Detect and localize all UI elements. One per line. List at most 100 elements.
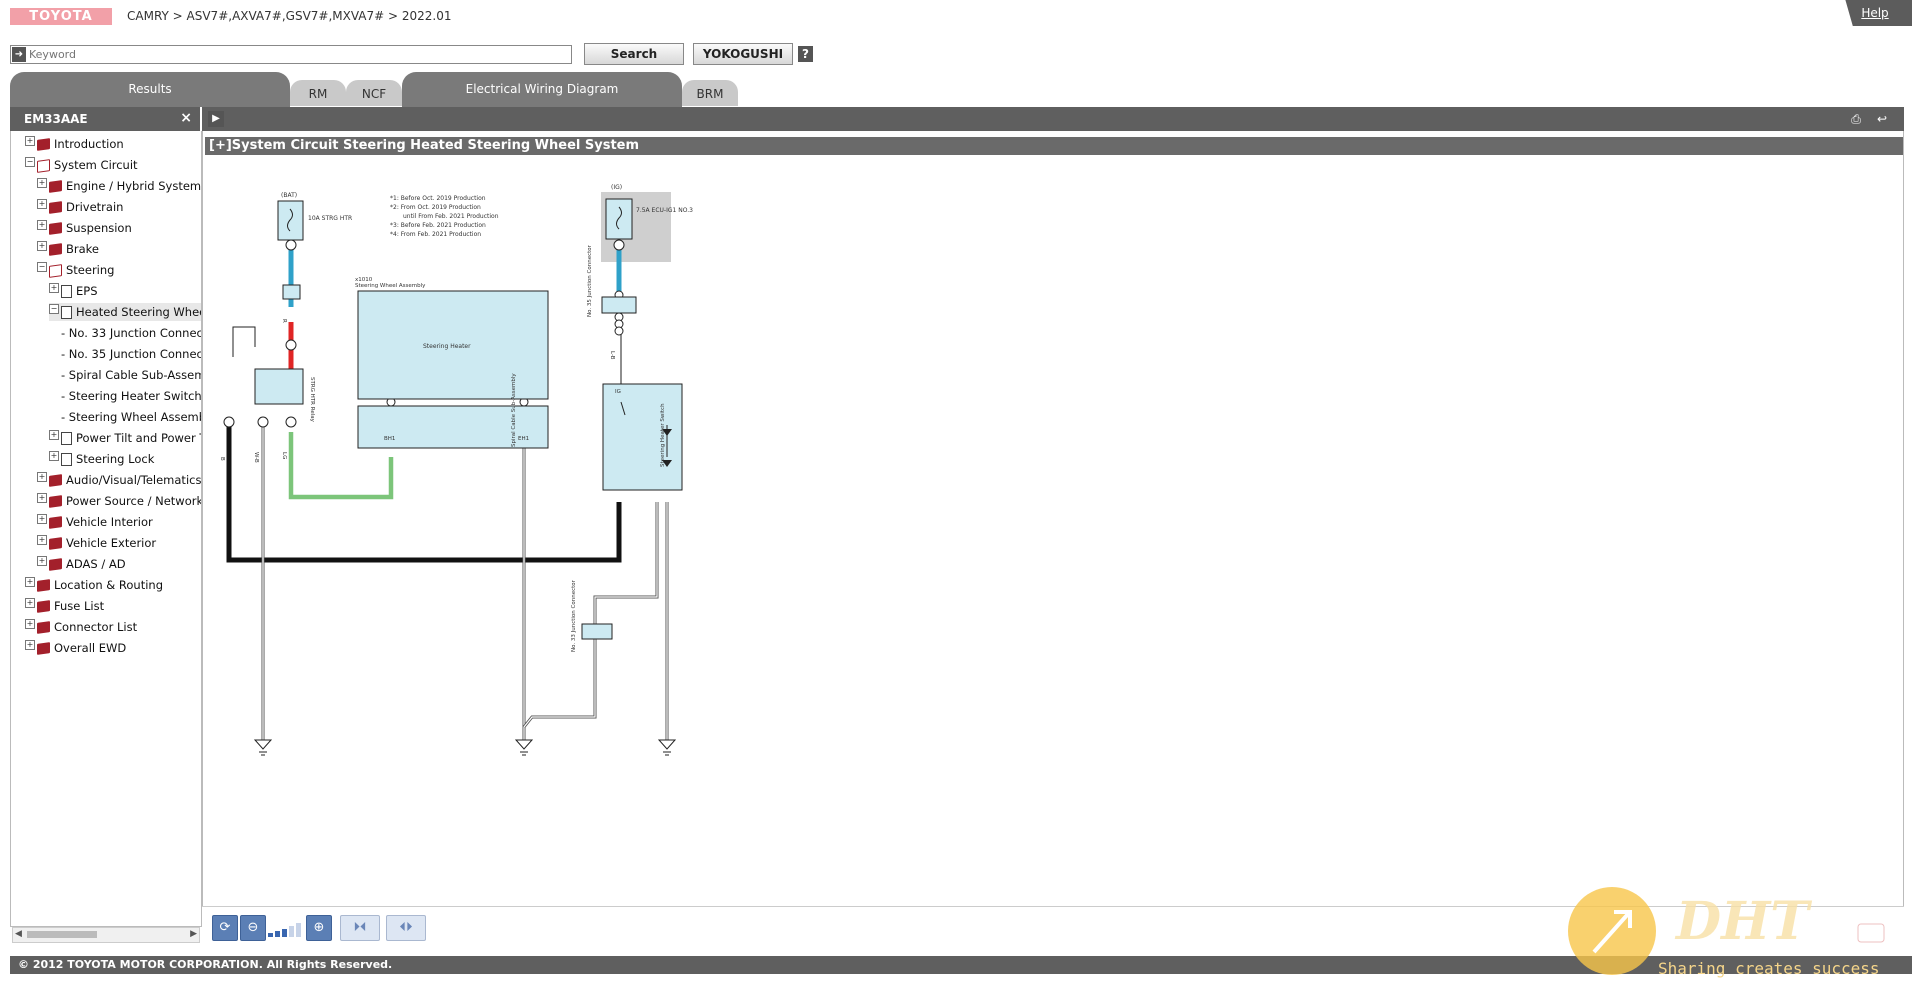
tree-item[interactable]: - Steering Heater Switch (61, 387, 201, 405)
tree-item[interactable]: −Steering (37, 261, 114, 279)
note-2: *2: From Oct. 2019 Production (390, 204, 481, 211)
tree-item[interactable]: +Overall EWD (25, 639, 126, 657)
expand-icon[interactable]: + (49, 283, 59, 293)
expand-icon[interactable]: + (25, 598, 35, 608)
zoom-level-5[interactable] (296, 923, 301, 937)
document-icon (61, 285, 72, 298)
zoom-level-4[interactable] (289, 926, 294, 937)
zoom-level-3[interactable] (282, 929, 287, 937)
tree-item[interactable]: + Power Source / Network (37, 492, 202, 510)
expand-icon[interactable]: + (25, 577, 35, 587)
watermark-tagline: Sharing creates success (1658, 959, 1880, 978)
scroll-thumb[interactable] (27, 931, 97, 938)
jc33-label: No. 33 Junction Connector (571, 579, 577, 652)
fuse1-label: 10A STRG HTR (308, 215, 352, 222)
refresh-icon[interactable]: ⟳ (212, 915, 238, 941)
expand-icon[interactable]: + (25, 136, 35, 146)
collapse-icon[interactable]: − (37, 262, 47, 272)
zoom-in-icon[interactable]: ⊕ (306, 915, 332, 941)
tree-item-label: Power Source / Network (66, 494, 202, 508)
arrow-right-icon: ➜ (12, 47, 26, 62)
tab-rm[interactable]: RM (290, 80, 346, 106)
tree-item[interactable]: +Suspension (37, 219, 132, 237)
tree-item[interactable]: + Introduction (25, 135, 124, 153)
note-5: *4: From Feb. 2021 Production (390, 231, 481, 238)
tab-ncf[interactable]: NCF (346, 80, 402, 106)
expand-icon[interactable]: + (37, 556, 47, 566)
expand-icon[interactable]: + (37, 241, 47, 251)
zoom-out-icon[interactable]: ⊖ (240, 915, 266, 941)
collapse-icon[interactable]: − (25, 157, 35, 167)
tree-item[interactable]: −Heated Steering Wheel System (49, 303, 201, 321)
tree-item[interactable]: +Audio/Visual/Telematics (37, 471, 201, 489)
document-icon (61, 453, 72, 466)
expand-icon[interactable]: + (37, 535, 47, 545)
tree-item-label: Introduction (54, 137, 124, 151)
tree-item[interactable]: - Spiral Cable Sub-Assembly (61, 366, 201, 384)
horizontal-scrollbar[interactable]: ◀ ▶ (12, 927, 200, 943)
wire-label-wb: W-B (253, 452, 259, 463)
close-icon[interactable]: × (180, 110, 192, 126)
expand-icon[interactable]: + (37, 493, 47, 503)
tree-item-label: Steering Lock (76, 452, 155, 466)
print-icon[interactable]: ⎙ (1851, 112, 1861, 126)
tree-item-label: Vehicle Interior (66, 515, 153, 529)
tab-results[interactable]: Results (10, 72, 290, 107)
search-button[interactable]: Search (584, 43, 684, 65)
book-icon (37, 642, 50, 655)
scroll-right-icon[interactable]: ▶ (190, 929, 197, 939)
breadcrumb: CAMRY > ASV7#,AXVA7#,GSV7#,MXVA7# > 2022… (127, 9, 452, 23)
zoom-level-2[interactable] (275, 931, 280, 937)
expand-panel-icon[interactable]: ▶ (208, 111, 224, 127)
tree-item[interactable]: +Engine / Hybrid System (37, 177, 201, 195)
book-icon (37, 579, 50, 592)
junction-33-box (581, 623, 613, 640)
book-icon (49, 263, 62, 278)
help-link[interactable]: Help (1845, 0, 1912, 26)
tree-item[interactable]: - Steering Wheel Assembly (61, 408, 201, 426)
yokogushi-button[interactable]: YOKOGUSHI (693, 43, 793, 65)
return-icon[interactable]: ↩ (1876, 112, 1888, 126)
keyword-input[interactable] (29, 46, 564, 62)
tree-item[interactable]: - No. 33 Junction Connector (61, 324, 201, 342)
tree-item[interactable]: +Drivetrain (37, 198, 123, 216)
tree-item[interactable]: +Brake (37, 240, 99, 258)
prev-next-icon[interactable]: ⏴⏵ (386, 915, 426, 941)
tree-item[interactable]: +EPS (49, 282, 98, 300)
book-icon (49, 516, 62, 529)
book-icon (49, 180, 62, 193)
expand-icon[interactable]: + (37, 514, 47, 524)
tab-brm[interactable]: BRM (682, 80, 738, 106)
expand-icon[interactable]: + (25, 619, 35, 629)
tree-item[interactable]: +Fuse List (25, 597, 104, 615)
tree-item[interactable]: −System Circuit (25, 156, 138, 174)
fuse2-location: (IG) (611, 184, 622, 191)
wire-wb-4 (522, 502, 659, 728)
tree-item[interactable]: +Vehicle Exterior (37, 534, 156, 552)
wire-label-r: R (281, 319, 287, 323)
tree-item[interactable]: - No. 35 Junction Connector (61, 345, 201, 363)
expand-icon[interactable]: + (49, 451, 59, 461)
pin-ig: IG (615, 389, 621, 395)
chat-icon (1857, 923, 1885, 943)
expand-icon[interactable]: + (37, 199, 47, 209)
expand-icon[interactable]: + (25, 640, 35, 650)
ground-2 (514, 739, 534, 756)
question-icon[interactable]: ? (798, 46, 813, 62)
expand-icon[interactable]: + (37, 178, 47, 188)
fuse1-location: (BAT) (281, 192, 297, 199)
zoom-level-1[interactable] (268, 933, 273, 937)
tree-item[interactable]: + Vehicle Interior (37, 513, 153, 531)
expand-icon[interactable]: + (49, 430, 59, 440)
tab-electrical-wiring-diagram[interactable]: Electrical Wiring Diagram (402, 72, 682, 107)
first-page-icon[interactable]: ⏵⏴ (340, 915, 380, 941)
tree-item[interactable]: + Steering Lock (49, 450, 154, 468)
scroll-left-icon[interactable]: ◀ (15, 929, 22, 939)
tree-item[interactable]: +Power Tilt and Power Telescopic (49, 429, 201, 447)
collapse-icon[interactable]: − (49, 304, 59, 314)
tree-item[interactable]: +Location & Routing (25, 576, 163, 594)
expand-icon[interactable]: + (37, 472, 47, 482)
tree-item[interactable]: +Connector List (25, 618, 137, 636)
tree-item[interactable]: +ADAS / AD (37, 555, 126, 573)
expand-icon[interactable]: + (37, 220, 47, 230)
